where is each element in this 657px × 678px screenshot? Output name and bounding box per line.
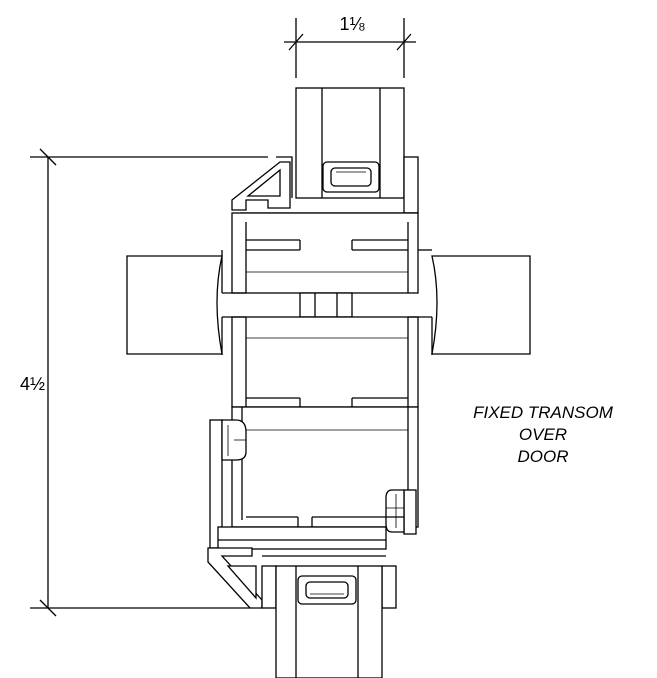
fixed-transom-note: FIXED TRANSOM OVER DOOR — [473, 403, 614, 466]
lower-frame-chamber — [221, 316, 433, 408]
note-line-2: OVER — [519, 425, 567, 444]
left-wall-stub — [126, 255, 223, 355]
note-line-3: DOOR — [518, 447, 569, 466]
lower-glass-unit — [275, 565, 383, 678]
right-wall-stub — [431, 255, 531, 355]
height-dimension: 4½ — [20, 148, 268, 617]
thermal-break — [299, 292, 353, 318]
width-dimension: 1⅛ — [284, 14, 416, 78]
upper-glass-unit — [295, 87, 405, 199]
door-head-receptor — [209, 406, 419, 549]
width-dimension-label: 1⅛ — [339, 14, 365, 34]
lower-glazing-pocket — [207, 526, 397, 609]
height-dimension-label: 4½ — [20, 374, 45, 394]
note-line-1: FIXED TRANSOM — [473, 403, 614, 422]
upper-glazing-pocket — [231, 156, 419, 223]
upper-frame-chamber — [221, 212, 432, 294]
